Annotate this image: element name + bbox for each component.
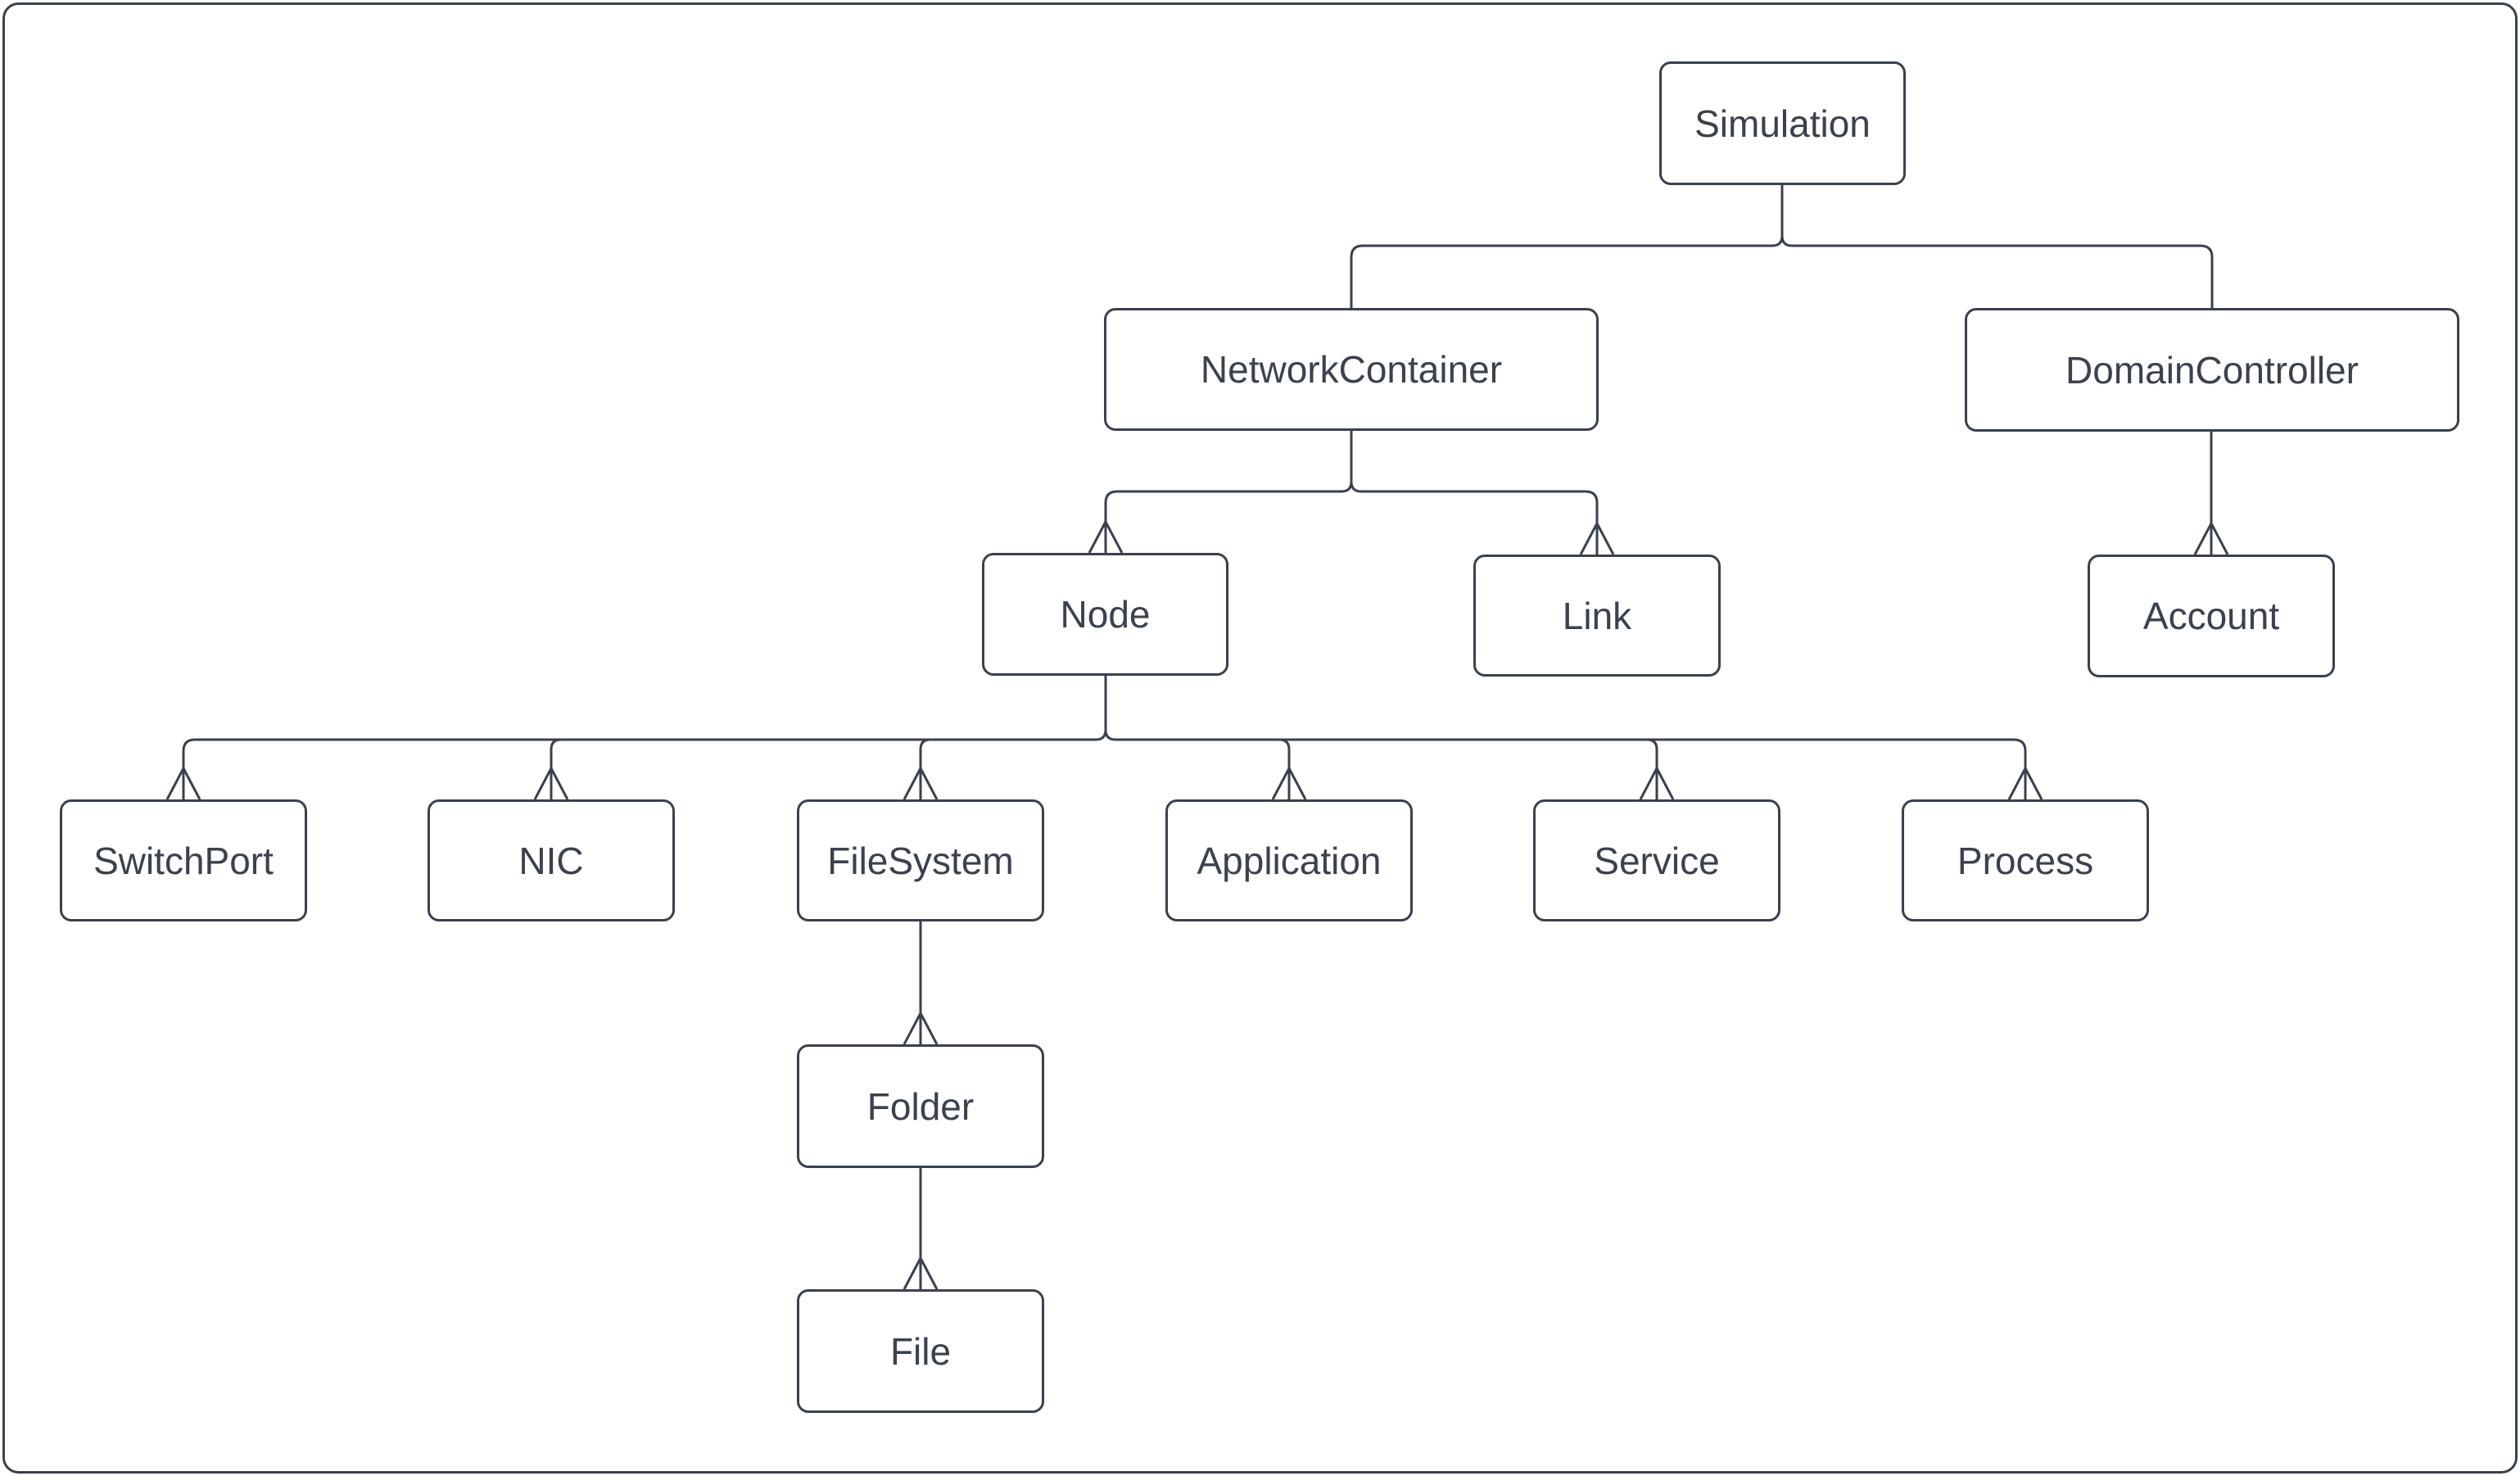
open-arrow-up-icon	[903, 1010, 939, 1045]
edge-node-application	[1104, 676, 1307, 800]
shape-process-label: Process	[1957, 839, 2094, 882]
open-arrow-up-icon	[903, 765, 939, 800]
edge-simulation-networkcontainer	[1350, 185, 1784, 308]
edge-folder-file	[903, 1168, 939, 1290]
shape-file[interactable]: File	[797, 1289, 1044, 1413]
edge-node-nic	[533, 738, 1096, 800]
open-arrow-up-icon	[1271, 765, 1307, 800]
shape-file-label: File	[889, 1329, 952, 1373]
shape-process[interactable]: Process	[1902, 799, 2149, 921]
shape-domain-controller-label: DomainController	[2065, 348, 2359, 392]
open-arrow-up-icon	[2007, 765, 2043, 800]
shape-nic-label: NIC	[518, 839, 584, 882]
shape-application-label: Application	[1197, 839, 1382, 882]
open-arrow-up-icon	[1579, 520, 1615, 555]
shape-account-label: Account	[2142, 595, 2280, 637]
open-arrow-up-icon	[1639, 765, 1675, 800]
shape-link[interactable]: Link	[1473, 555, 1721, 677]
shape-node[interactable]: Node	[982, 553, 1228, 676]
edge-node-filesystem	[903, 738, 1096, 800]
shape-node-label: Node	[1060, 593, 1151, 636]
shape-link-label: Link	[1562, 594, 1632, 637]
shape-file-system-label: FileSystem	[827, 839, 1014, 882]
edge-domaincontroller-account	[2193, 432, 2229, 555]
shape-switch-port-label: SwitchPort	[93, 839, 274, 882]
shape-network-container[interactable]: NetworkContainer	[1104, 308, 1599, 431]
open-arrow-up-icon	[533, 765, 569, 800]
edge-networkcontainer-node	[1088, 431, 1353, 554]
shape-network-container-label: NetworkContainer	[1200, 348, 1503, 391]
shape-nic[interactable]: NIC	[428, 799, 675, 921]
shape-folder-label: Folder	[866, 1084, 975, 1128]
open-arrow-up-icon	[165, 765, 201, 800]
edge-networkcontainer-link	[1350, 431, 1615, 555]
shape-service-label: Service	[1594, 839, 1720, 882]
open-arrow-up-icon	[1088, 518, 1124, 554]
open-arrow-up-icon	[903, 1255, 939, 1290]
shape-simulation-label: Simulation	[1694, 102, 1871, 145]
edge-node-service	[1115, 738, 1675, 800]
edge-filesystem-folder	[903, 921, 939, 1045]
shape-account[interactable]: Account	[2088, 555, 2335, 677]
edge-simulation-domaincontroller	[1780, 185, 2214, 308]
shape-service[interactable]: Service	[1533, 799, 1780, 921]
shape-switch-port[interactable]: SwitchPort	[60, 799, 307, 921]
shape-simulation[interactable]: Simulation	[1659, 61, 1906, 185]
shape-folder[interactable]: Folder	[797, 1044, 1044, 1168]
open-arrow-up-icon	[2193, 520, 2229, 555]
edge-node-switchport	[165, 676, 1107, 800]
edge-node-process	[1115, 738, 2043, 800]
shape-file-system[interactable]: FileSystem	[797, 799, 1044, 921]
shape-domain-controller[interactable]: DomainController	[1965, 308, 2459, 432]
shape-application[interactable]: Application	[1165, 799, 1413, 921]
